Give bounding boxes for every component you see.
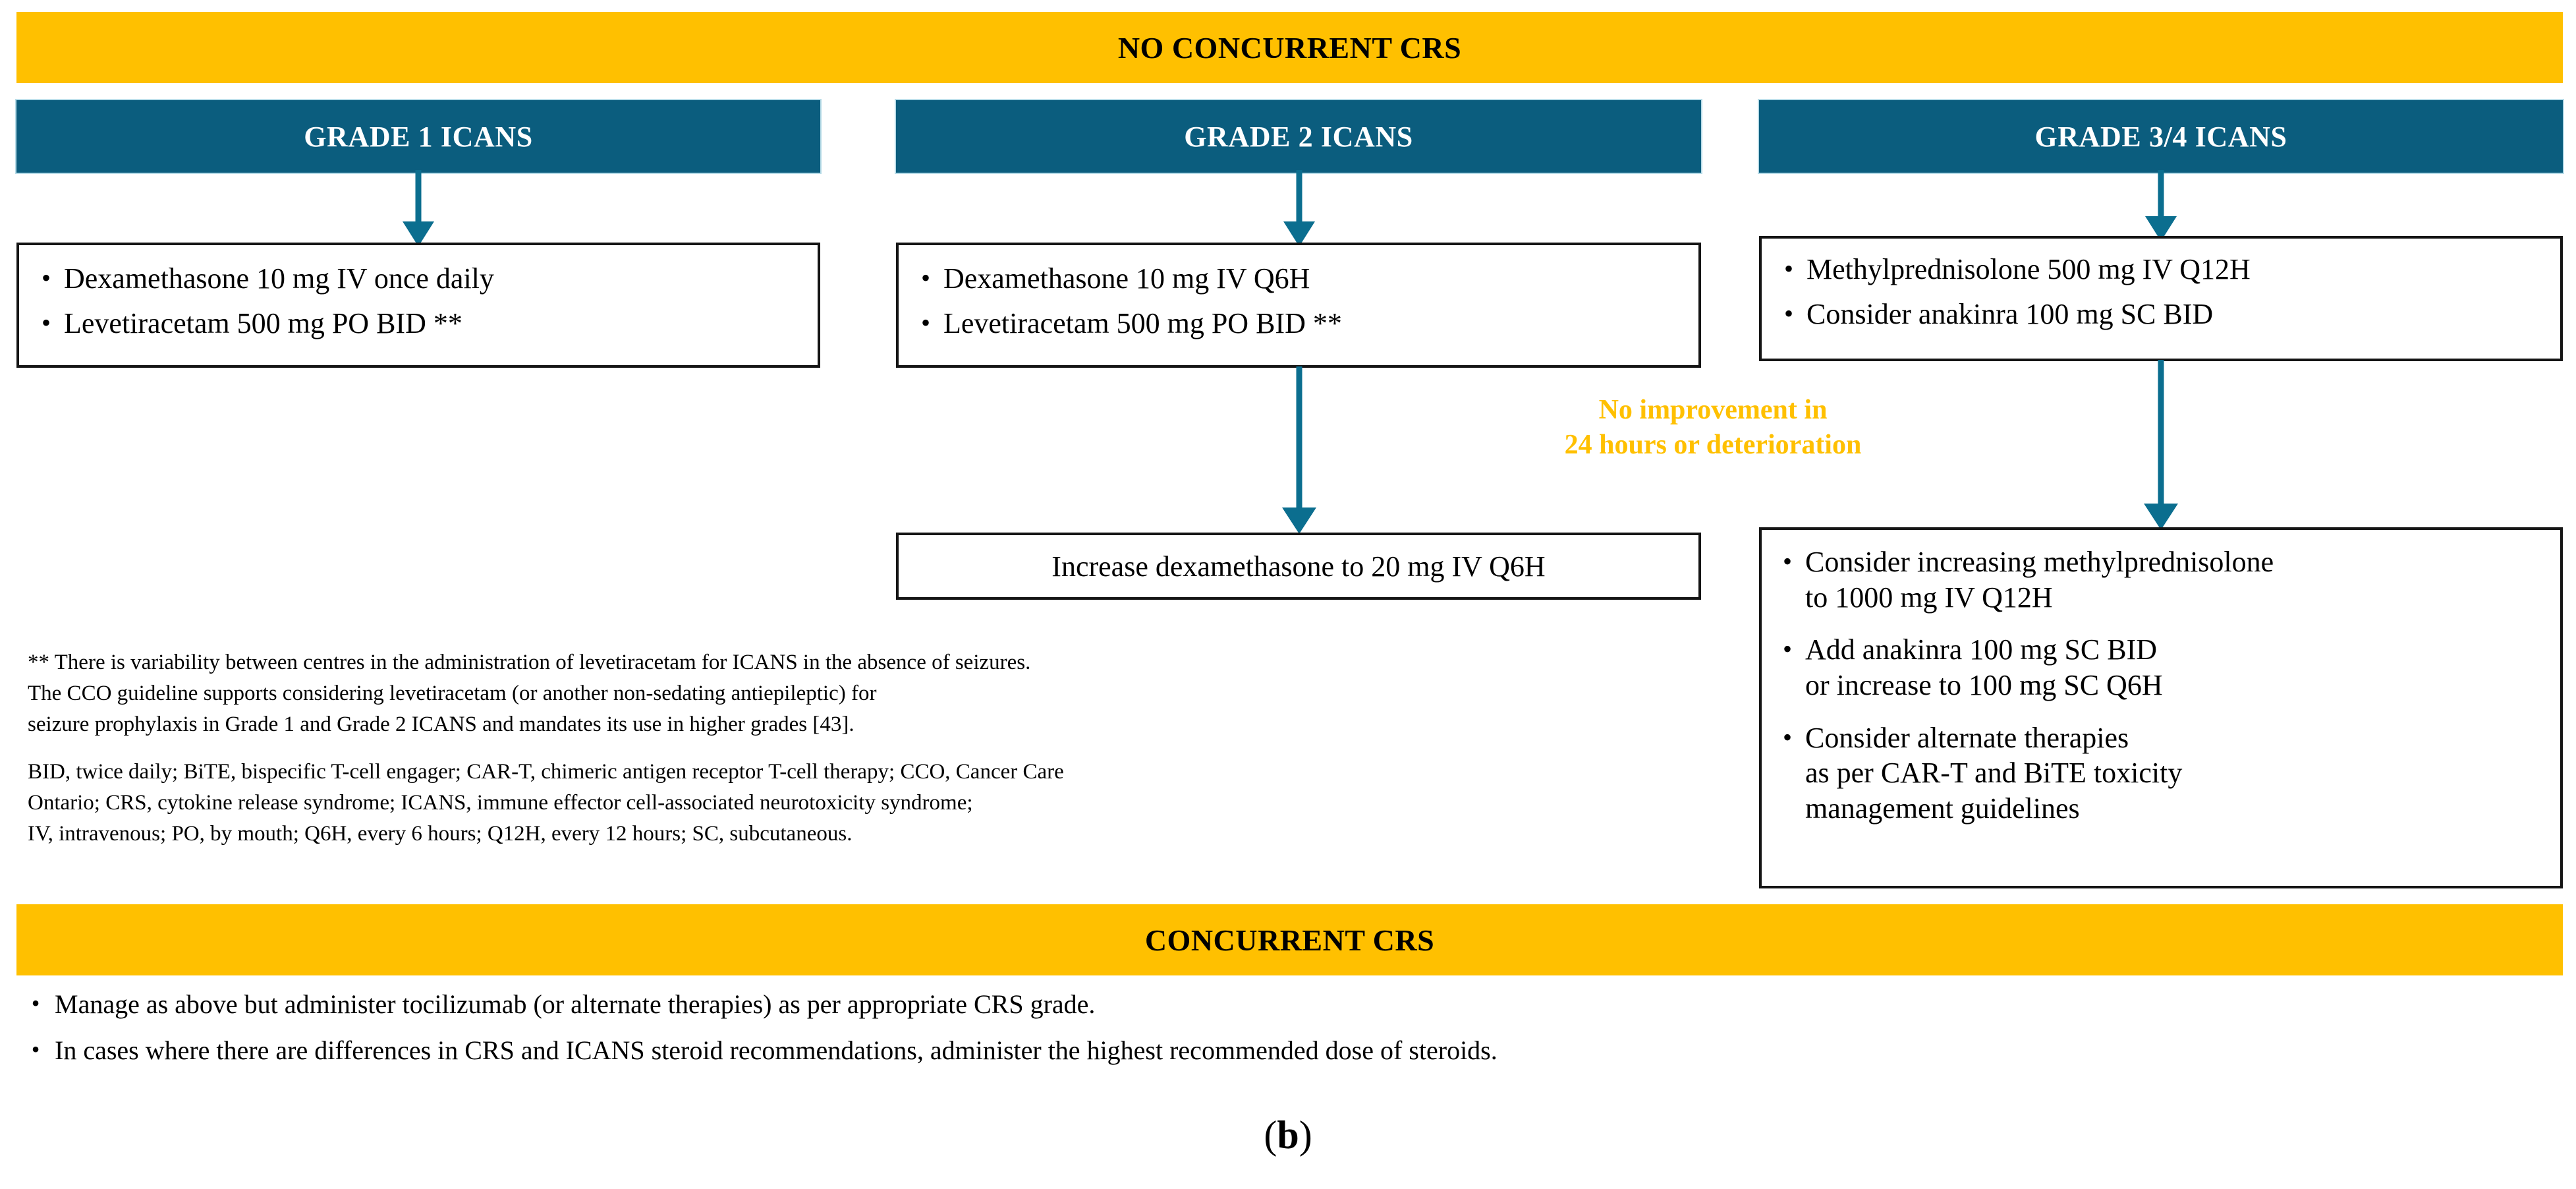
bullet-icon: • [920,263,930,293]
figure-label: (b) [0,1113,2576,1158]
grade-2-escalation-box: Increase dexamethasone to 20 mg IV Q6H [896,533,1701,600]
bullet-icon: • [1782,722,1792,752]
concurrent-crs-item-0: Manage as above but administer tocilizum… [55,989,1096,1019]
grade-3-4-item-1: Consider anakinra 100 mg SC BID [1806,297,2214,330]
grade-2-icans-header: GRADE 2 ICANS [896,100,1701,173]
footnote-abbreviations: BID, twice daily; BiTE, bispecific T-cel… [28,760,1064,846]
list-item: • Consider alternate therapies as per CA… [1770,720,2560,826]
list-item: • Consider increasing methylprednisolone… [1770,544,2560,615]
grade-3-4-treatment-box: • Methylprednisolone 500 mg IV Q12H • Co… [1759,236,2563,361]
bullet-icon: • [1783,254,1793,283]
grade-3-4-escalation-list: • Consider increasing methylprednisolone… [1762,530,2560,826]
grade-2-escalation-text: Increase dexamethasone to 20 mg IV Q6H [1051,550,1546,583]
grade-1-item-1: Levetiracetam 500 mg PO BID ** [64,306,462,339]
list-item: • Add anakinra 100 mg SC BID or increase… [1770,632,2560,703]
arrow-down-grade-3-4-escalation [2144,360,2178,530]
grade-3-4-treatment-list: • Methylprednisolone 500 mg IV Q12H • Co… [1762,239,2560,332]
arrow-down-grade-1 [403,170,434,246]
list-item: • Dexamethasone 10 mg IV Q6H [908,261,1698,297]
grade-3-4-header-label: GRADE 3/4 ICANS [2034,120,2287,153]
grade-1-header-label: GRADE 1 ICANS [304,120,533,153]
figure-label-close-paren: ) [1299,1113,1312,1157]
banner-no-concurrent-crs: NO CONCURRENT CRS [16,12,2563,83]
grade-1-treatment-list: • Dexamethasone 10 mg IV once daily • Le… [19,245,818,341]
bullet-icon: • [1783,298,1793,328]
no-improvement-note: No improvement in 24 hours or deteriorat… [1564,395,1862,460]
concurrent-crs-list: • Manage as above but administer tociliz… [16,987,2454,1068]
arrow-down-grade-2 [1283,170,1315,246]
grade-1-item-0: Dexamethasone 10 mg IV once daily [64,262,494,295]
list-item: • In cases where there are differences i… [16,1033,2454,1068]
banner-top-label: NO CONCURRENT CRS [1117,30,1462,65]
bullet-icon: • [31,990,40,1016]
list-item: • Consider anakinra 100 mg SC BID [1771,297,2560,332]
list-item: • Dexamethasone 10 mg IV once daily [28,261,818,297]
grade-3-4-escalation-item-0: Consider increasing methylprednisolone t… [1805,546,2274,614]
grade-2-header-label: GRADE 2 ICANS [1184,120,1413,153]
grade-2-treatment-box: • Dexamethasone 10 mg IV Q6H • Levetirac… [896,243,1701,368]
footnote-levetiracetam: ** There is variability between centres … [28,651,1031,736]
bullet-icon: • [31,1036,40,1062]
bullet-icon: • [41,307,51,337]
grade-3-4-item-0: Methylprednisolone 500 mg IV Q12H [1806,253,2251,285]
banner-concurrent-crs: CONCURRENT CRS [16,904,2563,975]
grade-3-4-escalation-item-2: Consider alternate therapies as per CAR-… [1805,721,2183,825]
figure-label-open-paren: ( [1264,1113,1277,1157]
grade-2-treatment-list: • Dexamethasone 10 mg IV Q6H • Levetirac… [899,245,1698,341]
concurrent-crs-item-1: In cases where there are differences in … [55,1035,1498,1065]
concurrent-crs-bullets: • Manage as above but administer tociliz… [16,987,2454,1080]
grade-3-4-escalation-box: • Consider increasing methylprednisolone… [1759,527,2563,888]
list-item: • Levetiracetam 500 mg PO BID ** [28,306,818,341]
bullet-icon: • [1782,546,1792,576]
arrow-down-grade-3-4 [2145,170,2177,241]
grade-2-item-1: Levetiracetam 500 mg PO BID ** [943,306,1342,339]
grade-1-icans-header: GRADE 1 ICANS [16,100,820,173]
figure-label-letter: b [1277,1113,1299,1157]
list-item: • Levetiracetam 500 mg PO BID ** [908,306,1698,341]
grade-3-4-icans-header: GRADE 3/4 ICANS [1759,100,2563,173]
grade-2-item-0: Dexamethasone 10 mg IV Q6H [943,262,1310,295]
list-item: • Manage as above but administer tociliz… [16,987,2454,1022]
grade-3-4-escalation-item-1: Add anakinra 100 mg SC BID or increase t… [1805,633,2163,702]
bullet-icon: • [1782,634,1792,664]
arrow-down-grade-2-escalation [1282,366,1316,534]
grade-1-treatment-box: • Dexamethasone 10 mg IV once daily • Le… [16,243,820,368]
bullet-icon: • [920,307,930,337]
banner-bottom-label: CONCURRENT CRS [1144,923,1435,957]
bullet-icon: • [41,263,51,293]
list-item: • Methylprednisolone 500 mg IV Q12H [1771,252,2560,287]
